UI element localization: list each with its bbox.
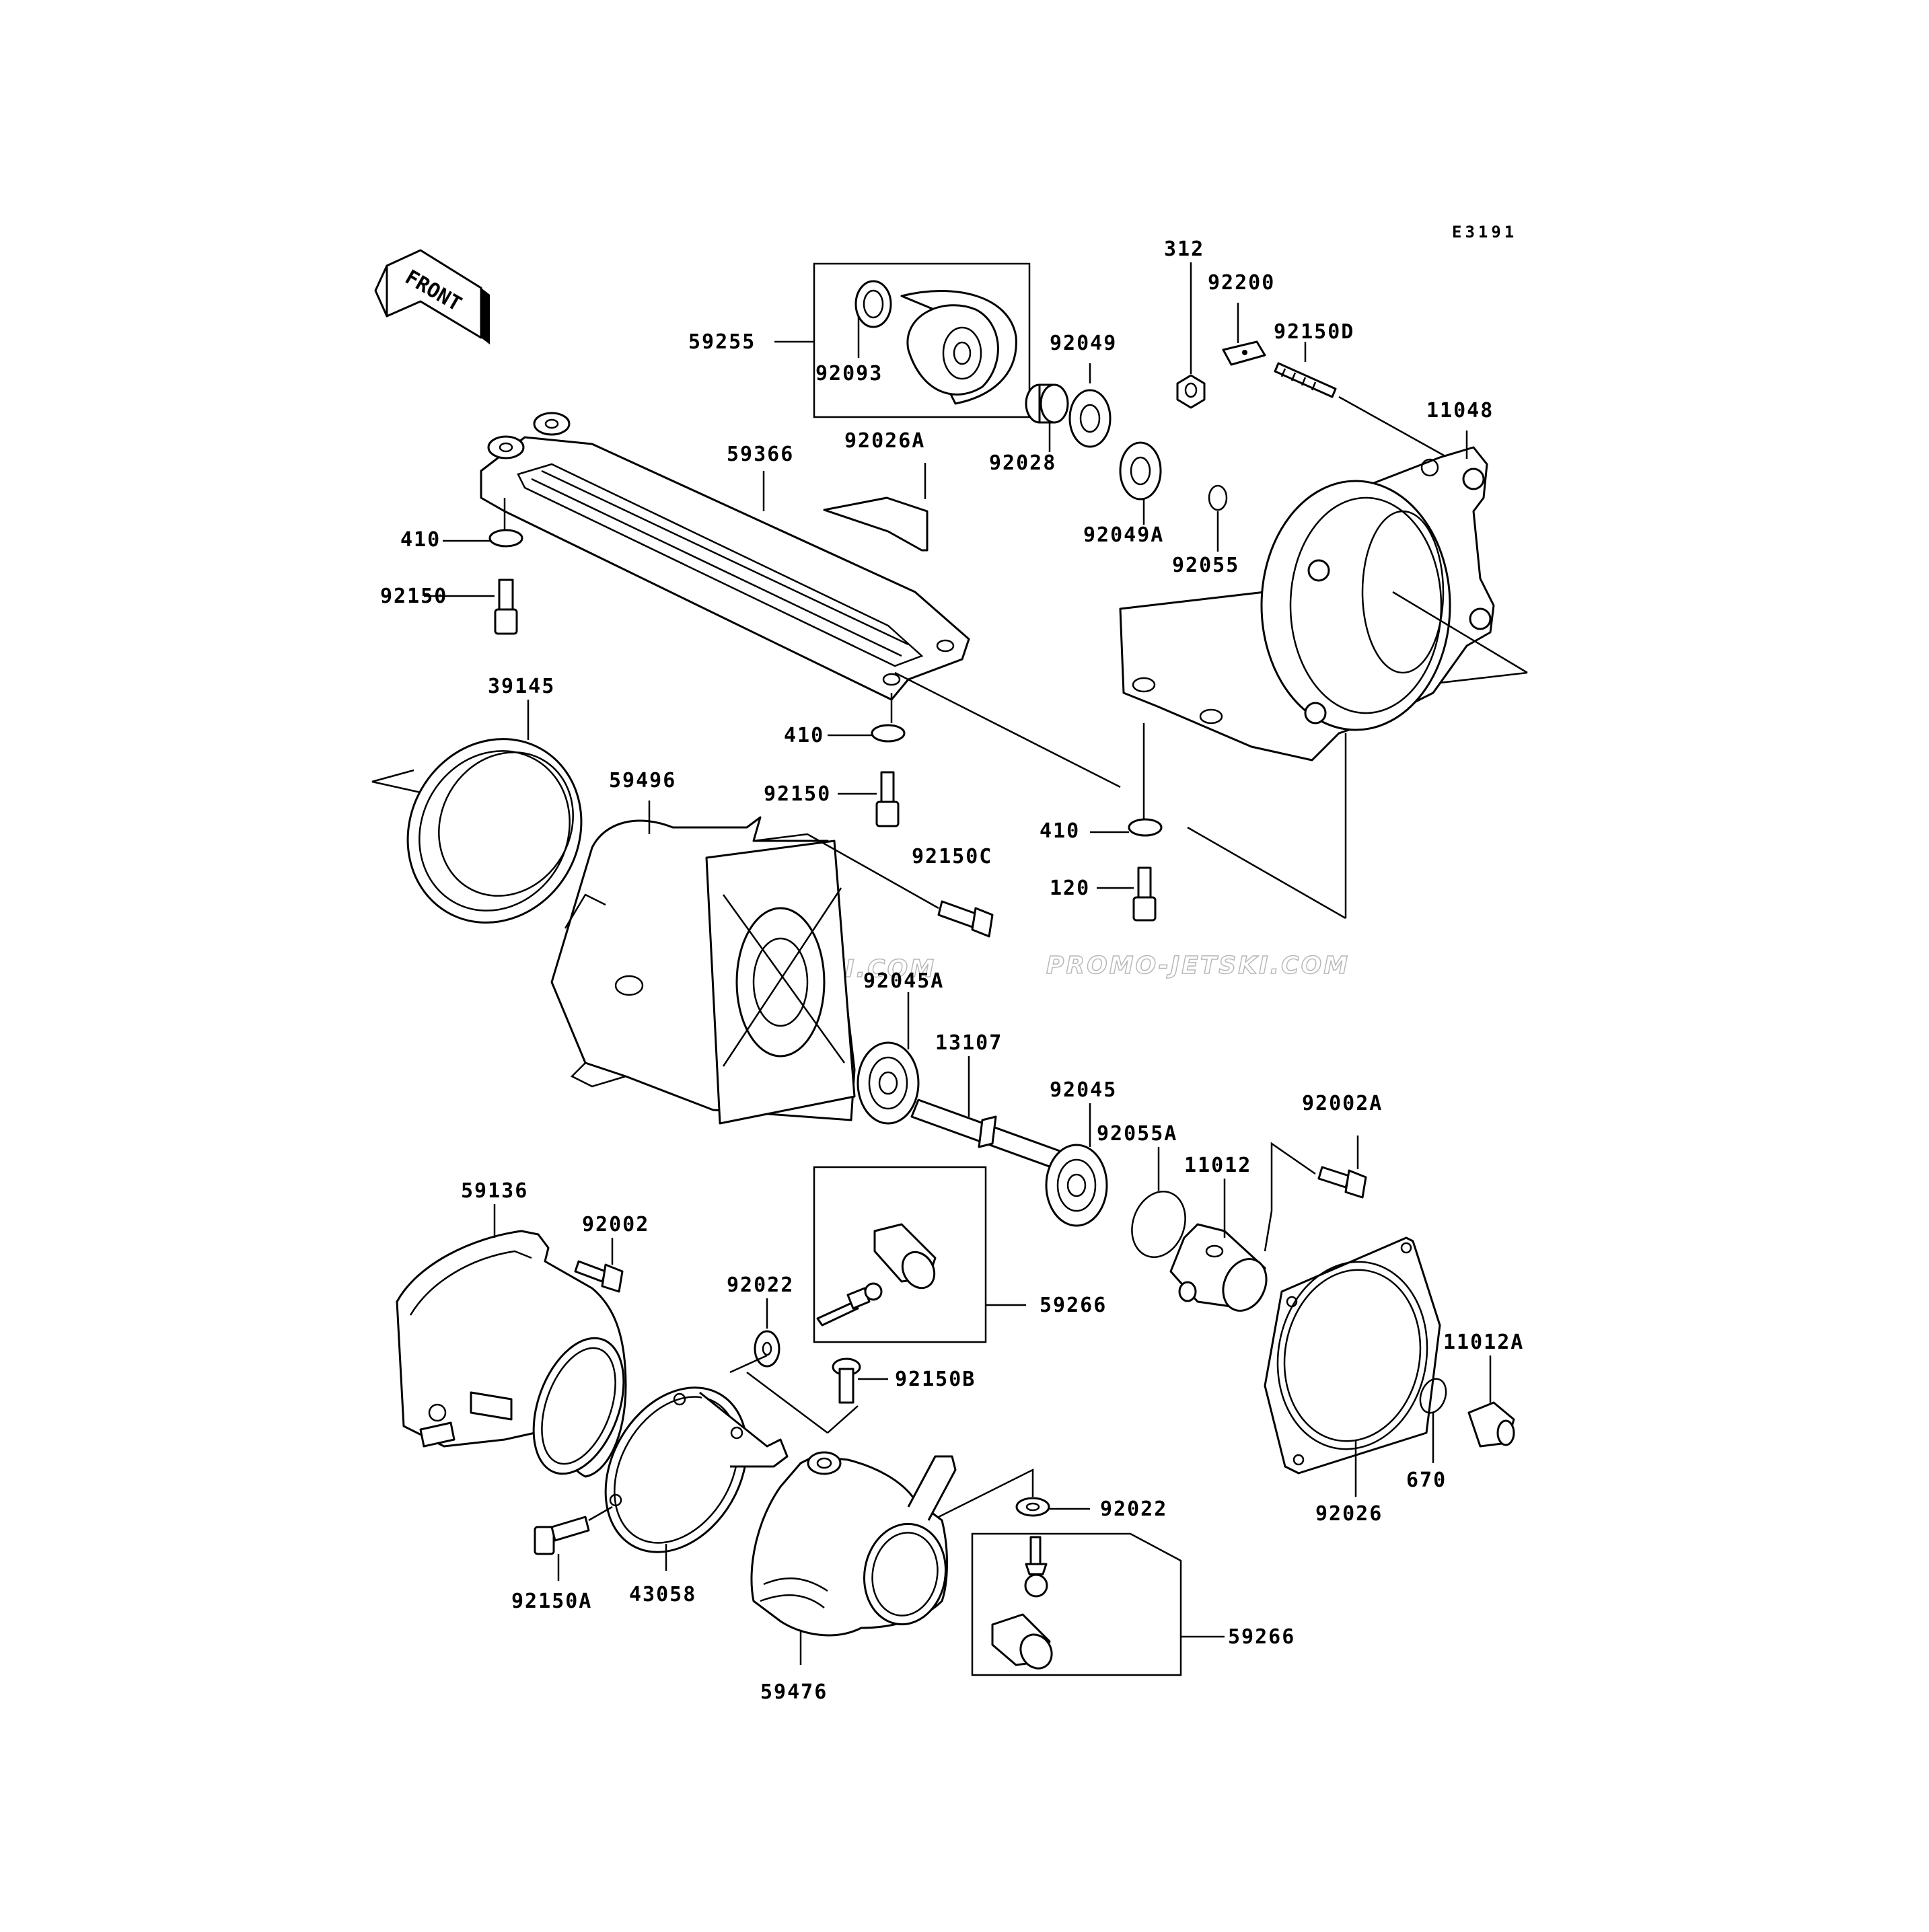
bolt-92150B [832,1358,861,1404]
label-312: 312 [1164,237,1204,261]
washer-410-c [1128,818,1163,837]
label-92055A: 92055A [1097,1122,1177,1146]
pump-housing-59496 [550,816,856,1125]
ball-joint-bolt-a [816,1282,883,1327]
label-92026A: 92026A [844,429,925,453]
label-92150C: 92150C [912,845,992,868]
wear-ring-39145 [406,738,583,924]
label-59266-a: 59266 [1040,1294,1107,1317]
plate-92026A [823,496,929,552]
label-59255: 59255 [688,330,756,354]
label-92150-a: 92150 [380,585,447,608]
impeller-kit-box [813,262,1031,418]
label-43058: 43058 [629,1583,696,1606]
cap-11012A [1467,1401,1515,1448]
bolt-92002A [1317,1166,1367,1199]
ball-joint-bolt-b [1024,1536,1048,1598]
label-59266-b: 59266 [1228,1625,1295,1649]
watermark-2: PROMO-JETSKI.COM [1046,952,1350,979]
label-670: 670 [1406,1469,1447,1492]
label-120: 120 [1050,877,1090,900]
label-92093: 92093 [815,362,883,385]
label-59496: 59496 [609,769,676,792]
steering-kit-box-a [813,1166,987,1343]
bolt-92150-b [875,771,900,827]
stud-92150D [1274,362,1337,398]
washer-410-a [488,529,523,548]
label-92049A: 92049A [1083,523,1164,547]
label-92002A: 92002A [1302,1092,1383,1115]
nut-312 [1176,374,1206,409]
label-92028: 92028 [989,451,1056,475]
diagram-code: E3191 [1452,223,1517,241]
nozzle-59476 [750,1451,957,1637]
label-92045: 92045 [1050,1078,1117,1102]
label-92150A: 92150A [511,1590,592,1613]
label-410-c: 410 [1040,819,1080,843]
o-ring-92055A [1131,1191,1186,1258]
o-ring-92055 [1208,484,1228,511]
label-92022-a: 92022 [727,1273,794,1297]
label-92022-b: 92022 [1100,1497,1167,1521]
label-13107: 13107 [935,1031,1003,1055]
bolt-92150A [534,1516,590,1555]
label-11012: 11012 [1184,1154,1251,1177]
label-92049: 92049 [1050,332,1117,355]
washer-92049 [1068,389,1112,448]
pivot-bushing-b [991,1613,1053,1670]
washer-92049A [1119,441,1162,500]
impeller [854,280,1017,405]
label-59366: 59366 [727,443,794,466]
label-11048: 11048 [1426,399,1494,422]
pivot-bushing-a [873,1223,937,1290]
front-arrow-icon: FRONT [374,249,490,344]
deflector-43058 [604,1386,789,1553]
label-59136: 59136 [461,1179,528,1203]
label-92150-b: 92150 [764,782,831,806]
cap-11012 [1169,1223,1268,1312]
steering-kit-box-b [971,1532,1182,1676]
bearing-92045A [857,1041,920,1125]
bolt-92002 [574,1260,624,1293]
bearing-92045 [1045,1144,1108,1227]
label-39145: 39145 [488,675,555,698]
label-92150B: 92150B [895,1368,976,1391]
label-92200: 92200 [1208,271,1275,295]
pump-case-11048 [1119,446,1495,761]
washer-410-b [871,724,906,743]
bolt-92150-a [494,579,518,635]
cover-plate-92026 [1264,1236,1441,1475]
washer-92022-b [1015,1497,1050,1517]
bushing-92028 [1025,383,1069,424]
bolt-92150C [937,900,994,938]
label-92026: 92026 [1315,1502,1383,1526]
label-92055: 92055 [1172,554,1239,577]
label-92045A: 92045A [863,969,944,993]
o-ring-670 [1419,1378,1447,1414]
label-410-a: 410 [400,528,441,552]
bolt-120 [1132,866,1157,922]
label-410-b: 410 [784,724,824,747]
nozzle-59136 [396,1230,627,1478]
label-11012A: 11012A [1443,1331,1524,1354]
label-92150D: 92150D [1274,320,1354,344]
pump-cover-59366 [480,412,970,701]
label-92002: 92002 [582,1213,649,1236]
plate-92200 [1222,340,1266,366]
washer-92022-a [754,1330,780,1368]
label-59476: 59476 [760,1680,828,1704]
